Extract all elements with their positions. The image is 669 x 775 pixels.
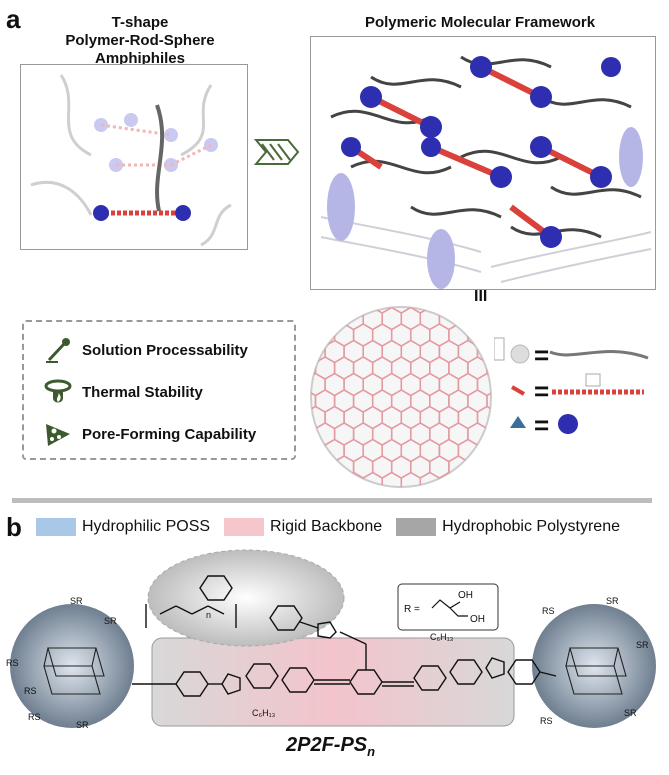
left-title-line-2: Polymer-Rod-Sphere xyxy=(65,32,215,49)
honeycomb-cell xyxy=(333,307,355,314)
honeycomb-cell xyxy=(311,422,317,446)
honeycomb-cell xyxy=(438,471,460,487)
honeycomb-cell xyxy=(335,489,354,492)
equals-3: = xyxy=(534,410,550,440)
amphiphile-illustration xyxy=(20,64,248,250)
sr-label-3: SR xyxy=(76,720,89,730)
honeycomb-lattice xyxy=(306,306,496,492)
porous-wedge-icon xyxy=(46,424,70,446)
honeycomb-cell xyxy=(314,307,336,314)
honeycomb-cell xyxy=(486,455,491,479)
honeycomb-cell xyxy=(476,471,491,487)
sr-label-6: SR xyxy=(624,708,637,718)
properties-box: Solution Processability Thermal Stabilit… xyxy=(22,320,296,460)
honeycomb-cell xyxy=(324,471,345,487)
pipette-icon xyxy=(46,338,70,363)
honeycomb-cell xyxy=(311,307,317,314)
section-divider xyxy=(12,498,652,503)
honeycomb-cell xyxy=(311,471,326,487)
honeycomb-cell xyxy=(343,471,364,487)
panel-a-letter: a xyxy=(6,4,21,34)
property-row-3: Pore-Forming Capability xyxy=(44,420,256,448)
property-label-2: Thermal Stability xyxy=(82,383,203,401)
molecule-label: 2P2F-PSn xyxy=(286,734,375,759)
symbol-key xyxy=(494,337,649,434)
honeycomb-cell xyxy=(476,307,491,331)
left-title-line-3: Amphiphiles xyxy=(94,50,185,67)
r-group-label: R = xyxy=(404,604,420,615)
rs-label-1: RS xyxy=(6,658,19,668)
equivalence-symbol: III xyxy=(474,288,488,305)
oh-label-1: OH xyxy=(458,590,473,601)
legend-swatch-polystyrene xyxy=(396,518,437,536)
honeycomb-cell xyxy=(486,307,491,314)
subst-label-2: C₆H₁₃ xyxy=(430,632,454,642)
amphiphile-svg xyxy=(30,74,232,247)
honeycomb-cell xyxy=(316,489,335,492)
honeycomb-cell xyxy=(381,471,403,487)
rs-label-3: RS xyxy=(28,712,41,722)
honeycomb-cell xyxy=(352,307,374,314)
property-label-1: Solution Processability xyxy=(82,341,248,359)
molecule-label-main: 2P2F-PS xyxy=(286,734,368,756)
honeycomb-cell xyxy=(457,307,479,331)
honeycomb-cell xyxy=(449,489,468,492)
honeycomb-cell xyxy=(448,307,469,314)
honeycomb-cell xyxy=(392,489,411,492)
honeycomb-cell xyxy=(311,438,326,463)
legend-label-backbone: Rigid Backbone xyxy=(270,518,383,535)
honeycomb-cell xyxy=(362,471,383,487)
sr-label-5: SR xyxy=(636,640,649,650)
rs-label-2: RS xyxy=(24,686,37,696)
honeycomb-cell xyxy=(467,455,488,479)
legend-label-poss: Hydrophilic POSS xyxy=(82,518,211,535)
honeycomb-cell xyxy=(411,489,430,492)
honeycomb-cell xyxy=(324,307,345,331)
rs-label-5: RS xyxy=(540,716,553,726)
left-title: T-shape Polymer-Rod-Sphere Amphiphiles xyxy=(60,14,220,68)
honeycomb-cell xyxy=(419,471,441,487)
honeycomb-cell xyxy=(311,323,317,347)
molecule-structure: SR SR RS RS RS SR RS SR SR RS SR C₆H₁₃ C… xyxy=(6,549,656,730)
honeycomb-cell xyxy=(373,489,392,492)
property-row-1: Solution Processability xyxy=(44,336,248,364)
rs-label-4: RS xyxy=(542,606,555,616)
honeycomb-cell xyxy=(468,489,487,492)
honeycomb-cell xyxy=(311,455,317,479)
flame-icon xyxy=(44,379,72,403)
honeycomb-cell xyxy=(487,489,496,492)
honeycomb-cell xyxy=(311,307,326,331)
n-label: n xyxy=(206,610,211,620)
legend: Hydrophilic POSS Rigid Backbone Hydropho… xyxy=(36,518,620,536)
right-title: Polymeric Molecular Framework xyxy=(364,14,596,31)
property-label-3: Pore-Forming Capability xyxy=(82,425,257,443)
honeycomb-cell xyxy=(476,438,491,463)
property-row-2: Thermal Stability xyxy=(44,378,203,406)
honeycomb-cell xyxy=(314,455,336,479)
panel-b-letter: b xyxy=(6,512,22,542)
subst-label-1: C₆H₁₃ xyxy=(252,708,276,718)
honeycomb-cell xyxy=(429,307,450,314)
arrow-icon xyxy=(253,139,300,165)
honeycomb-cell xyxy=(467,307,488,314)
equals-1: = xyxy=(534,340,550,370)
honeycomb-cell xyxy=(306,489,316,492)
legend-label-polystyrene: Hydrophobic Polystyrene xyxy=(442,518,620,535)
honeycomb-cell xyxy=(354,489,373,492)
framework-illustration xyxy=(310,36,656,290)
honeycomb-cell xyxy=(457,471,479,487)
molecule-label-sub: n xyxy=(367,744,376,759)
oh-label-2: OH xyxy=(470,614,485,625)
equals-2: = xyxy=(534,376,550,406)
framework-svg xyxy=(320,55,652,289)
left-title-line-1: T-shape xyxy=(111,14,169,31)
sr-label-2: SR xyxy=(104,616,117,626)
honeycomb-cell xyxy=(430,489,449,492)
sr-label-4: SR xyxy=(606,596,619,606)
polystyrene-ellipse xyxy=(147,549,345,647)
legend-swatch-poss xyxy=(36,518,76,536)
sr-label-1: SR xyxy=(70,596,83,606)
honeycomb-cell xyxy=(400,471,422,487)
legend-swatch-backbone xyxy=(224,518,265,536)
